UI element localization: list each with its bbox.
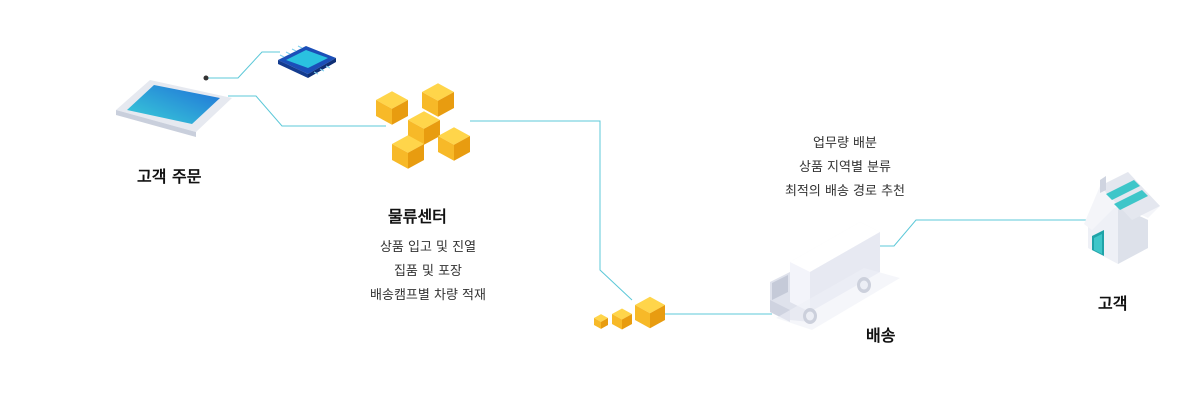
cube-1 [376, 91, 408, 125]
small-cubes-icon [594, 296, 665, 330]
cube-cluster-icon [376, 83, 470, 169]
connector-tablet-chip [206, 51, 280, 79]
connector-truck-house [880, 219, 1090, 247]
tablet-icon [116, 75, 232, 137]
cube-2 [422, 83, 454, 117]
small-cube-1 [594, 314, 608, 329]
house-icon [1084, 172, 1160, 264]
delivery-steps: 업무량 배분 상품 지역별 분류 최적의 배송 경로 추천 [760, 132, 930, 204]
cube-4 [392, 135, 424, 169]
delivery-step-3: 최적의 배송 경로 추천 [784, 184, 906, 199]
delivery-step-2: 상품 지역별 분류 [799, 160, 891, 175]
logistics-steps: 상품 입고 및 진열 집품 및 포장 배송캠프별 차량 적재 [348, 236, 508, 308]
logistics-step-1: 상품 입고 및 진열 [379, 240, 477, 255]
logistics-step-2: 집품 및 포장 [393, 264, 463, 279]
order-title: 고객 주문 [137, 167, 202, 186]
delivery-title: 배송 [866, 326, 896, 345]
truck-icon [770, 222, 900, 330]
cube-3 [408, 111, 440, 145]
connector-logistics-small-cubes [470, 120, 633, 301]
logistics-step-3: 배송캠프별 차량 적재 [370, 288, 486, 303]
small-cube-3 [635, 296, 665, 329]
logistics-title: 물류센터 [388, 207, 447, 226]
cube-5 [438, 127, 470, 161]
customer-title: 고객 [1098, 294, 1128, 313]
chip-icon [278, 45, 336, 78]
connector-lines [206, 51, 1090, 315]
delivery-step-1: 업무량 배분 [813, 136, 877, 151]
connector-tablet-logistics [228, 95, 386, 127]
small-cube-2 [612, 308, 632, 330]
